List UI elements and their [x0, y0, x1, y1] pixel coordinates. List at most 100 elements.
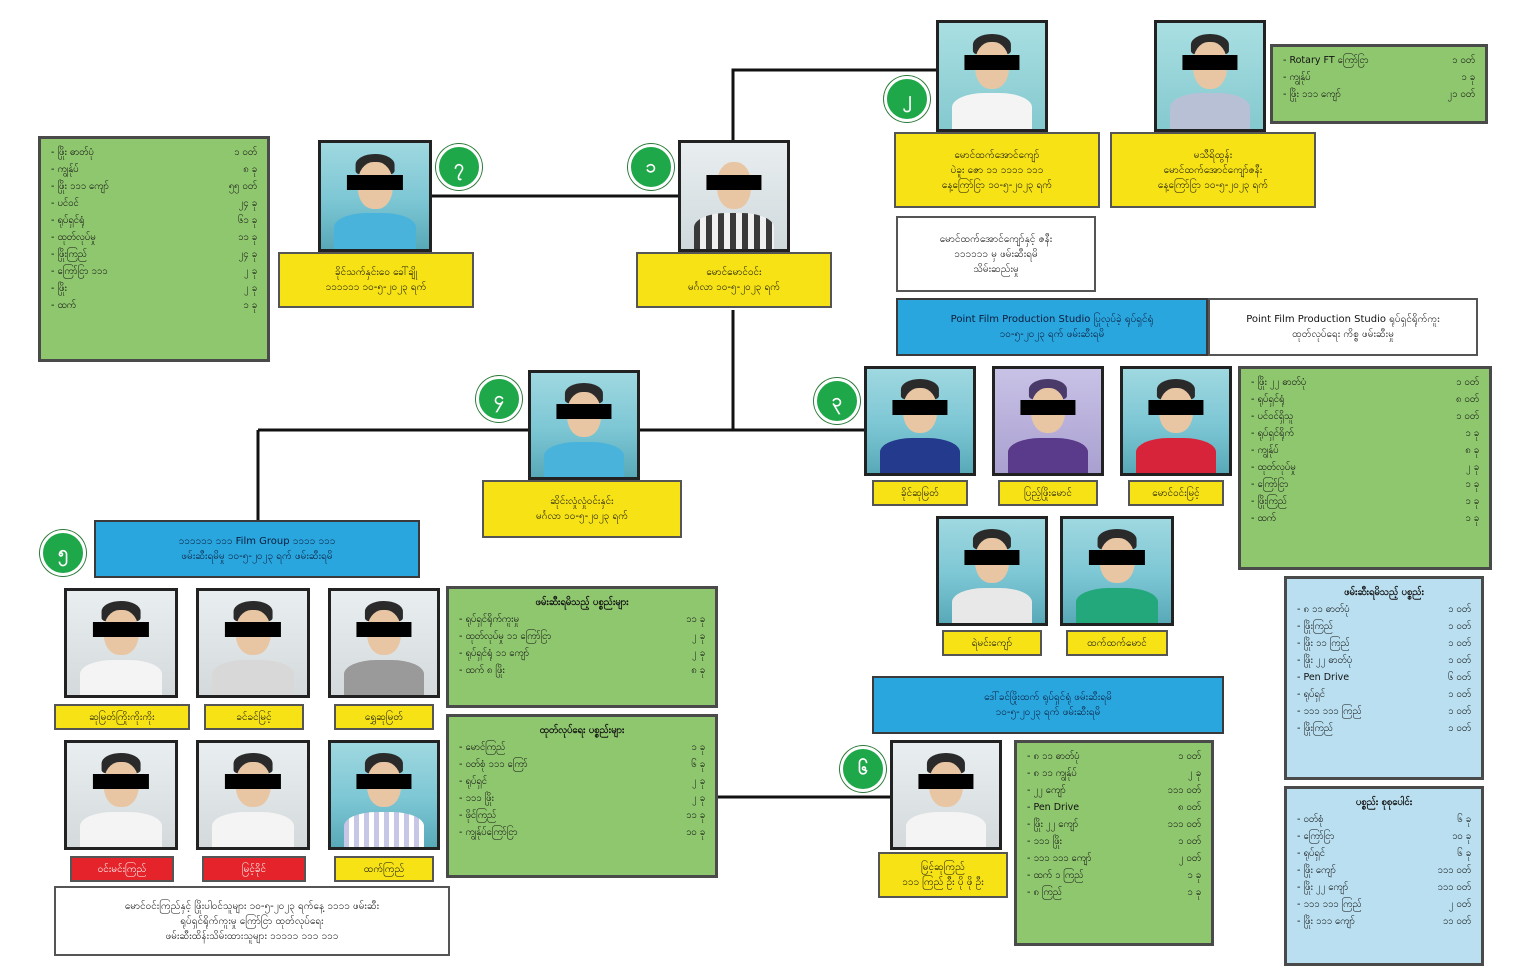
row-count: ၁၁ ခု	[237, 232, 257, 243]
row-item: - ၁၁၁ ၁၁၁ ကြည်	[1297, 706, 1362, 717]
panel-title: ပစ္စည်း စုစုပေါင်း	[1355, 797, 1413, 808]
row-count: ၂ ခု	[1465, 462, 1479, 473]
panel-row: - ဖြိုး ၁၁၁ ကျော်၂၁ ဝတ်	[1283, 86, 1475, 103]
row-count: ၆ ခု	[1457, 814, 1471, 825]
panel-row: - ဖြိုး ၁၁၁ ကျော်၅၅ ဝတ်	[51, 178, 257, 195]
row-count: ၁၀ ခု	[685, 827, 705, 838]
g5-label-6: ထက်ကြည်	[334, 856, 434, 882]
panel-title: ဖမ်းဆီးရမိသည့် ပစ္စည်းများ	[535, 597, 629, 608]
row-count: ၁ ဝတ်	[1448, 604, 1471, 615]
g5-label-3: ရွှေဆုမြတ်	[334, 704, 434, 730]
label-person-2a: မောင်ထက်အောင်ကျော်ပဲခူး ဇော ၁၁ ၁၁၁၁ ၁၁၁န…	[894, 132, 1100, 208]
row-count: ၁၁ ခု	[685, 614, 705, 625]
panel-row: - ဖြိုးကြည်၂၄ ခု	[51, 246, 257, 263]
label-person-7: ခိုင်သက်နှင်းဝေ ခေါ်ချို၁၁၁၁၁၁ ၁၀-၅-၂၀၂၃…	[278, 252, 474, 308]
badge-1: ၁	[628, 144, 674, 190]
row-item: - Pen Drive	[1297, 672, 1350, 683]
evidence-panel-g5-b: ထုတ်လုပ်ရေး ပစ္စည်းများ- မောင်ကြည်၁ ခု- …	[446, 714, 718, 878]
panel-row: - ဖြိုးကြည်၁ ဝတ်	[1297, 720, 1471, 737]
row-count: ၁၁ ခု	[685, 810, 705, 821]
summary-panel-1: ဖမ်းဆီးရမိသည့် ပစ္စည်း- ၈ ၁၁ ဓာတ်ပုံ၁ ဝတ…	[1284, 576, 1484, 780]
photo-actor-5	[1060, 516, 1174, 626]
panel-row: - ဖြိုး ၂၂ ကျော်၁၁၁ ဝတ်	[1297, 879, 1471, 896]
row-item: - ထက်	[1251, 513, 1276, 524]
panel-row: - ထက် ၈ ဖြိုး၈ ခု	[459, 662, 705, 679]
panel-row: - ဖြိုး ၂၂ ဓာတ်ပုံ၁ ဝတ်	[1251, 374, 1479, 391]
panel-row: - ဖြိုး ၁၁ ကြည်၁ ဝတ်	[1297, 635, 1471, 652]
row-item: - Rotary FT ကြော်ငြာ	[1283, 55, 1369, 66]
badge-4: ၄	[476, 376, 522, 422]
panel-row: - ရုပ်ရှင်၆ ခု	[1297, 845, 1471, 862]
row-count: ၂ ခု	[691, 631, 705, 642]
row-item: - ၁၁၁ ဖြိုး	[459, 793, 494, 804]
panel-row: - ကျွန်ုပ်၈ ခု	[1251, 442, 1479, 459]
row-item: - ရုပ်ရှင်ရုံ	[1251, 394, 1285, 405]
row-item: - Pen Drive	[1027, 802, 1080, 813]
row-count: ၁ ခု	[1465, 496, 1479, 507]
row-count: ၂ ခု	[243, 266, 257, 277]
group6-banner: ဒေါ်ခင်ဖြိုးထက် ရုပ်ရှင်ရုံ ဖမ်းဆီးရမိ၁၀…	[872, 676, 1224, 734]
row-count: ၂၄ ခု	[238, 249, 257, 260]
row-item: - ဖြိုး ဓာတ်ပုံ	[51, 147, 94, 158]
actor-label-2: ပြည့်ဖြိုးမောင်	[998, 480, 1098, 506]
panel-row: - ထက်၁ ခု	[1251, 510, 1479, 527]
row-count: ၆ ဝတ်	[1448, 672, 1471, 683]
row-item: - ကျွန်ုပ်	[1283, 72, 1311, 83]
row-item: - ထက် ၈ ဖြိုး	[459, 665, 505, 676]
row-item: - ဝတ်စုံ ၁၁၁ ကြော်	[459, 759, 528, 770]
panel-row: - ၁၁၁ ၁၁၁ ကြည်၁ ဝတ်	[1297, 703, 1471, 720]
photo-person-7	[318, 140, 432, 252]
panel-row: - ရုပ်ရှင်ရုံ ၁၁ ကျော်၂ ခု	[459, 645, 705, 662]
panel-row: - ကြော်ငြာ၁၀ ခု	[1297, 828, 1471, 845]
panel-row: - ထက် ၁ ကြည်၁ ခု	[1027, 867, 1201, 884]
row-count: ၁ ဝတ်	[1448, 621, 1471, 632]
studio-note: Point Film Production Studio ရုပ်ရှင်ရို…	[1208, 298, 1478, 356]
row-item: - ပင်ဝင်	[51, 198, 79, 209]
row-item: - ထက်	[51, 300, 76, 311]
row-count: ၁ ဝတ်	[1448, 723, 1471, 734]
panel-row: - ထုတ်လုပ်မှု ၁၁ ကြော်ငြာ ၂ ခု	[459, 628, 705, 645]
panel-row: - ကြော်ငြာ၁ ခု	[1251, 476, 1479, 493]
row-item: - ကြော်ငြာ	[1297, 831, 1335, 842]
photo-person-2b	[1154, 20, 1266, 132]
row-count: ၁ ဝတ်	[1178, 836, 1201, 847]
row-item: - ၈ ကြည်	[1027, 887, 1062, 898]
actor-label-1: ခိုင်ဆုမြတ်	[872, 480, 968, 506]
row-item: - ရုပ်ရှင်ရုံ	[51, 215, 85, 226]
row-item: - ရုပ်ရှင်	[1297, 689, 1326, 700]
panel-row: - ဖြိုး ဓာတ်ပုံ၁ ဝတ်	[51, 144, 257, 161]
row-count: ၁ ဝတ်	[1448, 638, 1471, 649]
photo-actor-4	[936, 516, 1048, 626]
row-item: - ဖြိုး ၁၁၁ ကျော်	[1297, 916, 1355, 927]
row-item: - ဖြိုး ကျော်	[1297, 865, 1336, 876]
row-item: - ကြော်ငြာ ၁၁၁	[51, 266, 108, 277]
panel-row: - ၁၁၁ ဖြိုး၂ ခု	[459, 790, 705, 807]
panel-title: ထုတ်လုပ်ရေး ပစ္စည်းများ	[539, 725, 625, 736]
badge-2: ၂	[884, 76, 930, 122]
panel-row: - ၈ ၁၁ ဓာတ်ပုံ၁ ဝတ်	[1027, 748, 1201, 765]
panel-row: - ကြော်ငြာ ၁၁၁ ၂ ခု	[51, 263, 257, 280]
panel-row: - ကျွန်ုပ် ၁ ခု	[1283, 69, 1475, 86]
photo-person-1	[678, 140, 790, 252]
row-count: ၆ ခု	[1457, 848, 1471, 859]
row-count: ၈ ခု	[243, 164, 257, 175]
row-count: ၁ ဝတ်	[1456, 411, 1479, 422]
row-item: - ထုတ်လုပ်မှု ၁၁ ကြော်ငြာ	[459, 631, 552, 642]
photo-actor-1	[864, 366, 976, 476]
row-item: - ထုတ်လုပ်မှု	[1251, 462, 1296, 473]
row-count: ၁၁၁ ဝတ်	[1167, 785, 1201, 796]
panel-row: - ပင်ဝင်၂၄ ခု	[51, 195, 257, 212]
row-item: - ပင်ဝင်ရှိသူ	[1251, 411, 1294, 422]
row-count: ၁ ခု	[1187, 870, 1201, 881]
badge-7: ၇	[436, 144, 482, 190]
row-count: ၁ ဝတ်	[1448, 655, 1471, 666]
row-item: - ရုပ်ရှင်	[459, 776, 488, 787]
row-count: ၁ ခု	[1461, 72, 1475, 83]
panel-row: - ဖြိုး ၂၂ ဓာတ်ပုံ၁ ဝတ်	[1297, 652, 1471, 669]
panel-row: - ၂၂ ကျော်၁၁၁ ဝတ်	[1027, 782, 1201, 799]
row-item: - ၈ ၁၁ ဓာတ်ပုံ	[1297, 604, 1350, 615]
row-item: - ဖြိုး ၁၁၁ ကျော်	[1283, 89, 1341, 100]
label-person-1: မောင်မောင်ဝင်းမင်္ဂလာ ၁၀-၅-၂၀၂၃ ရက်	[636, 252, 832, 308]
panel-row: - ဖိုင်ကြည်၁၁ ခု	[459, 807, 705, 824]
g5-label-5: မြင့်ခိုင်	[202, 856, 306, 882]
